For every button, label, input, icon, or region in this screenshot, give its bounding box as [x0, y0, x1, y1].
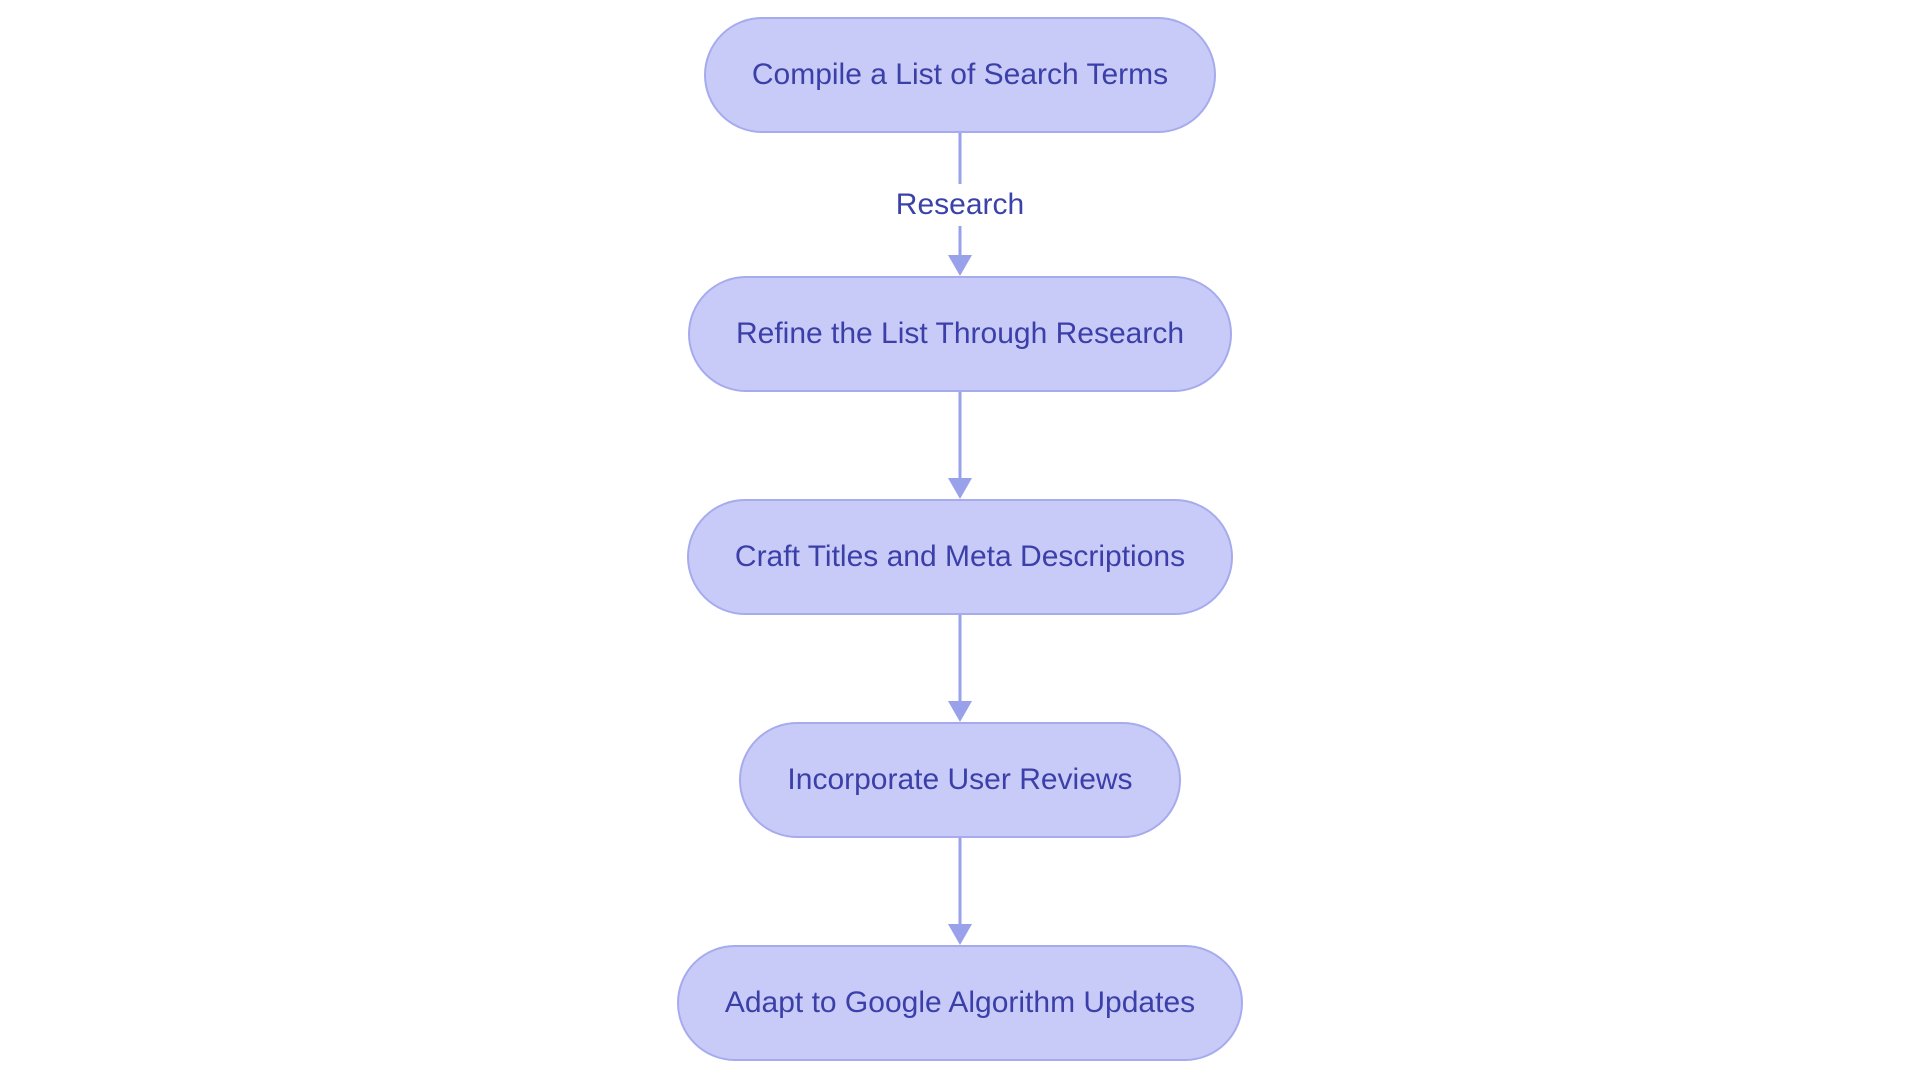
connector-refine-to-craft: [850, 392, 1070, 499]
arrowhead-down-icon: [948, 478, 972, 499]
arrow-line: [958, 392, 962, 483]
flow-node-adapt-algorithm-updates: Adapt to Google Algorithm Updates: [676, 945, 1244, 1061]
connector-craft-to-reviews: [850, 615, 1070, 722]
arrowhead-down-icon: [948, 255, 972, 276]
flow-node-incorporate-reviews: Incorporate User Reviews: [739, 722, 1181, 838]
node-label: Craft Titles and Meta Descriptions: [734, 540, 1186, 573]
flow-node-refine-list: Refine the List Through Research: [687, 276, 1233, 392]
arrow-line: [958, 615, 962, 706]
connector-compile-to-refine: Research: [850, 133, 1070, 276]
flow-node-craft-titles-meta: Craft Titles and Meta Descriptions: [686, 499, 1234, 615]
arrowhead-down-icon: [948, 701, 972, 722]
arrowhead-down-icon: [948, 924, 972, 945]
node-label: Adapt to Google Algorithm Updates: [724, 986, 1196, 1019]
node-label: Incorporate User Reviews: [787, 763, 1133, 796]
connector-reviews-to-adapt: [850, 838, 1070, 945]
node-label: Refine the List Through Research: [735, 317, 1185, 350]
edge-label-research: Research: [883, 183, 1037, 226]
flow-node-compile-search-terms: Compile a List of Search Terms: [703, 17, 1217, 133]
arrow-line: [958, 838, 962, 929]
node-label: Compile a List of Search Terms: [751, 58, 1169, 91]
